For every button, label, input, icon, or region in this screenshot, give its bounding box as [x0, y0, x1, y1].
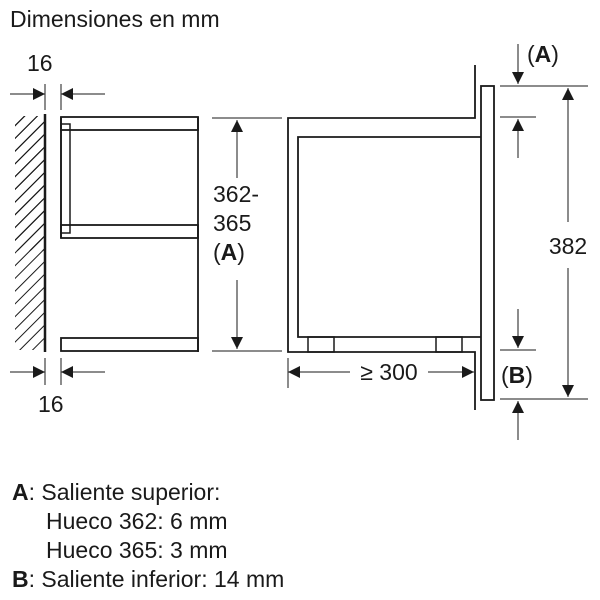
top-gap-label: 16 [27, 50, 53, 76]
bottom-gap-label: 16 [38, 391, 64, 417]
legend-b: B: Saliente inferior: 14 mm [12, 566, 285, 592]
legend-a-hueco-365: Hueco 365: 3 mm [46, 537, 228, 563]
right-view: ≥ 300 382 (A) (B) [287, 41, 588, 440]
depth-label: ≥ 300 [360, 359, 417, 385]
height-ref-label: (A) [213, 239, 245, 265]
diagram-title: Dimensiones en mm [10, 6, 220, 32]
legend-a: A: Saliente superior: [12, 479, 221, 505]
left-view: 16 16 362- 365 (A) [10, 50, 282, 417]
height-range-line1: 362- [213, 181, 259, 207]
front-height-label: 382 [549, 233, 587, 259]
legend: A: Saliente superior: Hueco 362: 6 mm Hu… [12, 478, 284, 594]
top-overhang-ref: (A) [527, 41, 559, 67]
legend-a-hueco-362: Hueco 362: 6 mm [46, 508, 228, 534]
front-panel [480, 85, 495, 401]
height-range-line2: 365 [213, 210, 251, 236]
bottom-overhang-ref: (B) [501, 362, 533, 388]
